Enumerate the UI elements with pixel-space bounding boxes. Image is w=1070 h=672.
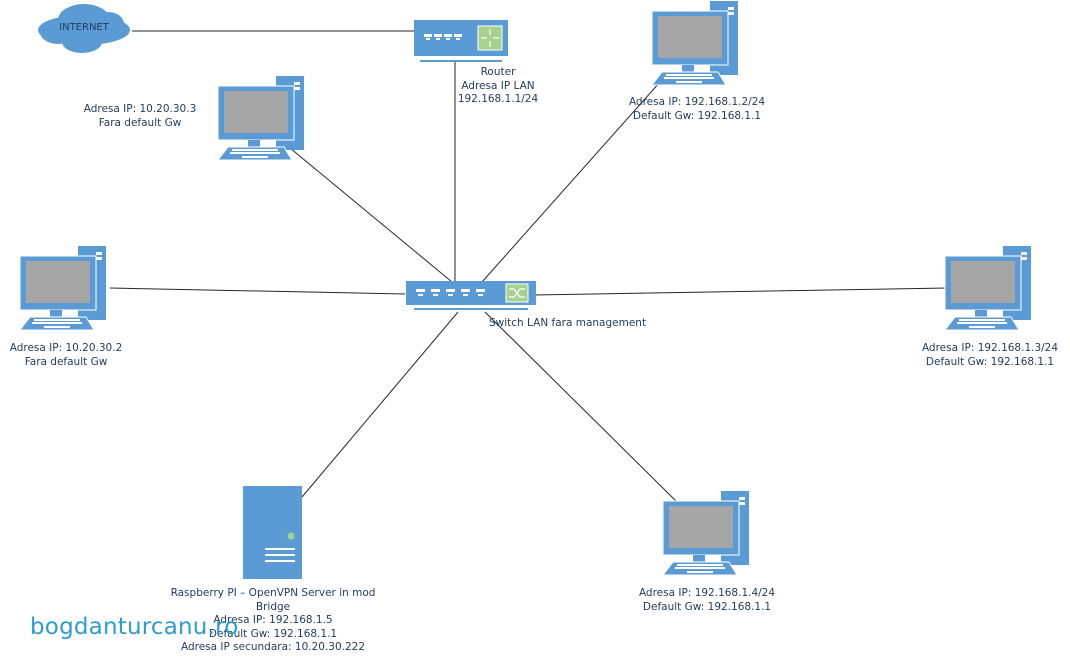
- pc-top-right-gw: Default Gw: 192.168.1.1: [632, 109, 762, 122]
- pc-top-right-ip: Adresa IP: 192.168.1.2/24: [628, 96, 766, 108]
- link-pc-top-left-switch: [289, 147, 453, 283]
- pc-top-left-gw: Fara default Gw: [98, 116, 182, 129]
- pc-bottom-right-gw: Default Gw: 192.168.1.1: [642, 600, 772, 613]
- internet-cloud: [38, 4, 130, 53]
- pc-top-right-label: Adresa IP: 192.168.1.2/24 Default Gw: 19…: [617, 96, 777, 123]
- router-name: Router: [480, 66, 516, 78]
- router-label: Router Adresa IP LAN 192.168.1.1/24: [448, 66, 548, 107]
- pc-top-left-label: Adresa IP: 10.20.30.3 Fara default Gw: [70, 103, 210, 130]
- pc-right-ip: Adresa IP: 192.168.1.3/24: [921, 342, 1059, 354]
- pc-right-gw: Default Gw: 192.168.1.1: [925, 355, 1055, 368]
- watermark: bogdanturcanu.ro: [30, 614, 239, 640]
- router-ip-title: Adresa IP LAN: [461, 79, 535, 92]
- pc-right-label: Adresa IP: 192.168.1.3/24 Default Gw: 19…: [910, 342, 1070, 369]
- link-pc-bottom-right-switch: [484, 311, 677, 502]
- link-pc-top-right-switch: [481, 81, 661, 283]
- pc-left-gw: Fara default Gw: [24, 355, 108, 368]
- pc-right-icon: [944, 245, 1032, 331]
- pc-bottom-right-ip: Adresa IP: 192.168.1.4/24: [638, 587, 776, 599]
- switch-icon: [406, 281, 536, 310]
- links: [109, 30, 949, 502]
- server-label: Raspberry PI – OpenVPN Server in mod Bri…: [162, 587, 384, 655]
- pc-top-left-icon: [217, 75, 305, 161]
- pc-left-label: Adresa IP: 10.20.30.2 Fara default Gw: [0, 342, 132, 369]
- link-pc-right-switch: [534, 287, 949, 296]
- server-mode: Bridge: [255, 600, 291, 613]
- server-icon: [243, 486, 302, 579]
- server-secondary-ip: Adresa IP secundara: 10.20.30.222: [180, 641, 366, 653]
- switch-label: Switch LAN fara management: [489, 317, 647, 329]
- link-server-switch: [301, 311, 459, 498]
- router-icon: [414, 20, 508, 62]
- server-gw: Default Gw: 192.168.1.1: [208, 627, 338, 640]
- internet-label: INTERNET: [59, 22, 109, 33]
- router-ip: 192.168.1.1/24: [457, 93, 539, 105]
- pc-bottom-right-icon: [662, 490, 750, 576]
- pc-left-icon: [19, 245, 107, 331]
- server-name: Raspberry PI – OpenVPN Server in mod: [170, 587, 376, 599]
- link-pc-left-switch: [109, 287, 406, 295]
- pc-bottom-right-label: Adresa IP: 192.168.1.4/24 Default Gw: 19…: [627, 587, 787, 614]
- pc-left-ip: Adresa IP: 10.20.30.2: [9, 342, 123, 354]
- pc-top-left-ip: Adresa IP: 10.20.30.3: [83, 103, 197, 115]
- pc-top-right-icon: [651, 0, 739, 86]
- server-ip: Adresa IP: 192.168.1.5: [213, 614, 333, 626]
